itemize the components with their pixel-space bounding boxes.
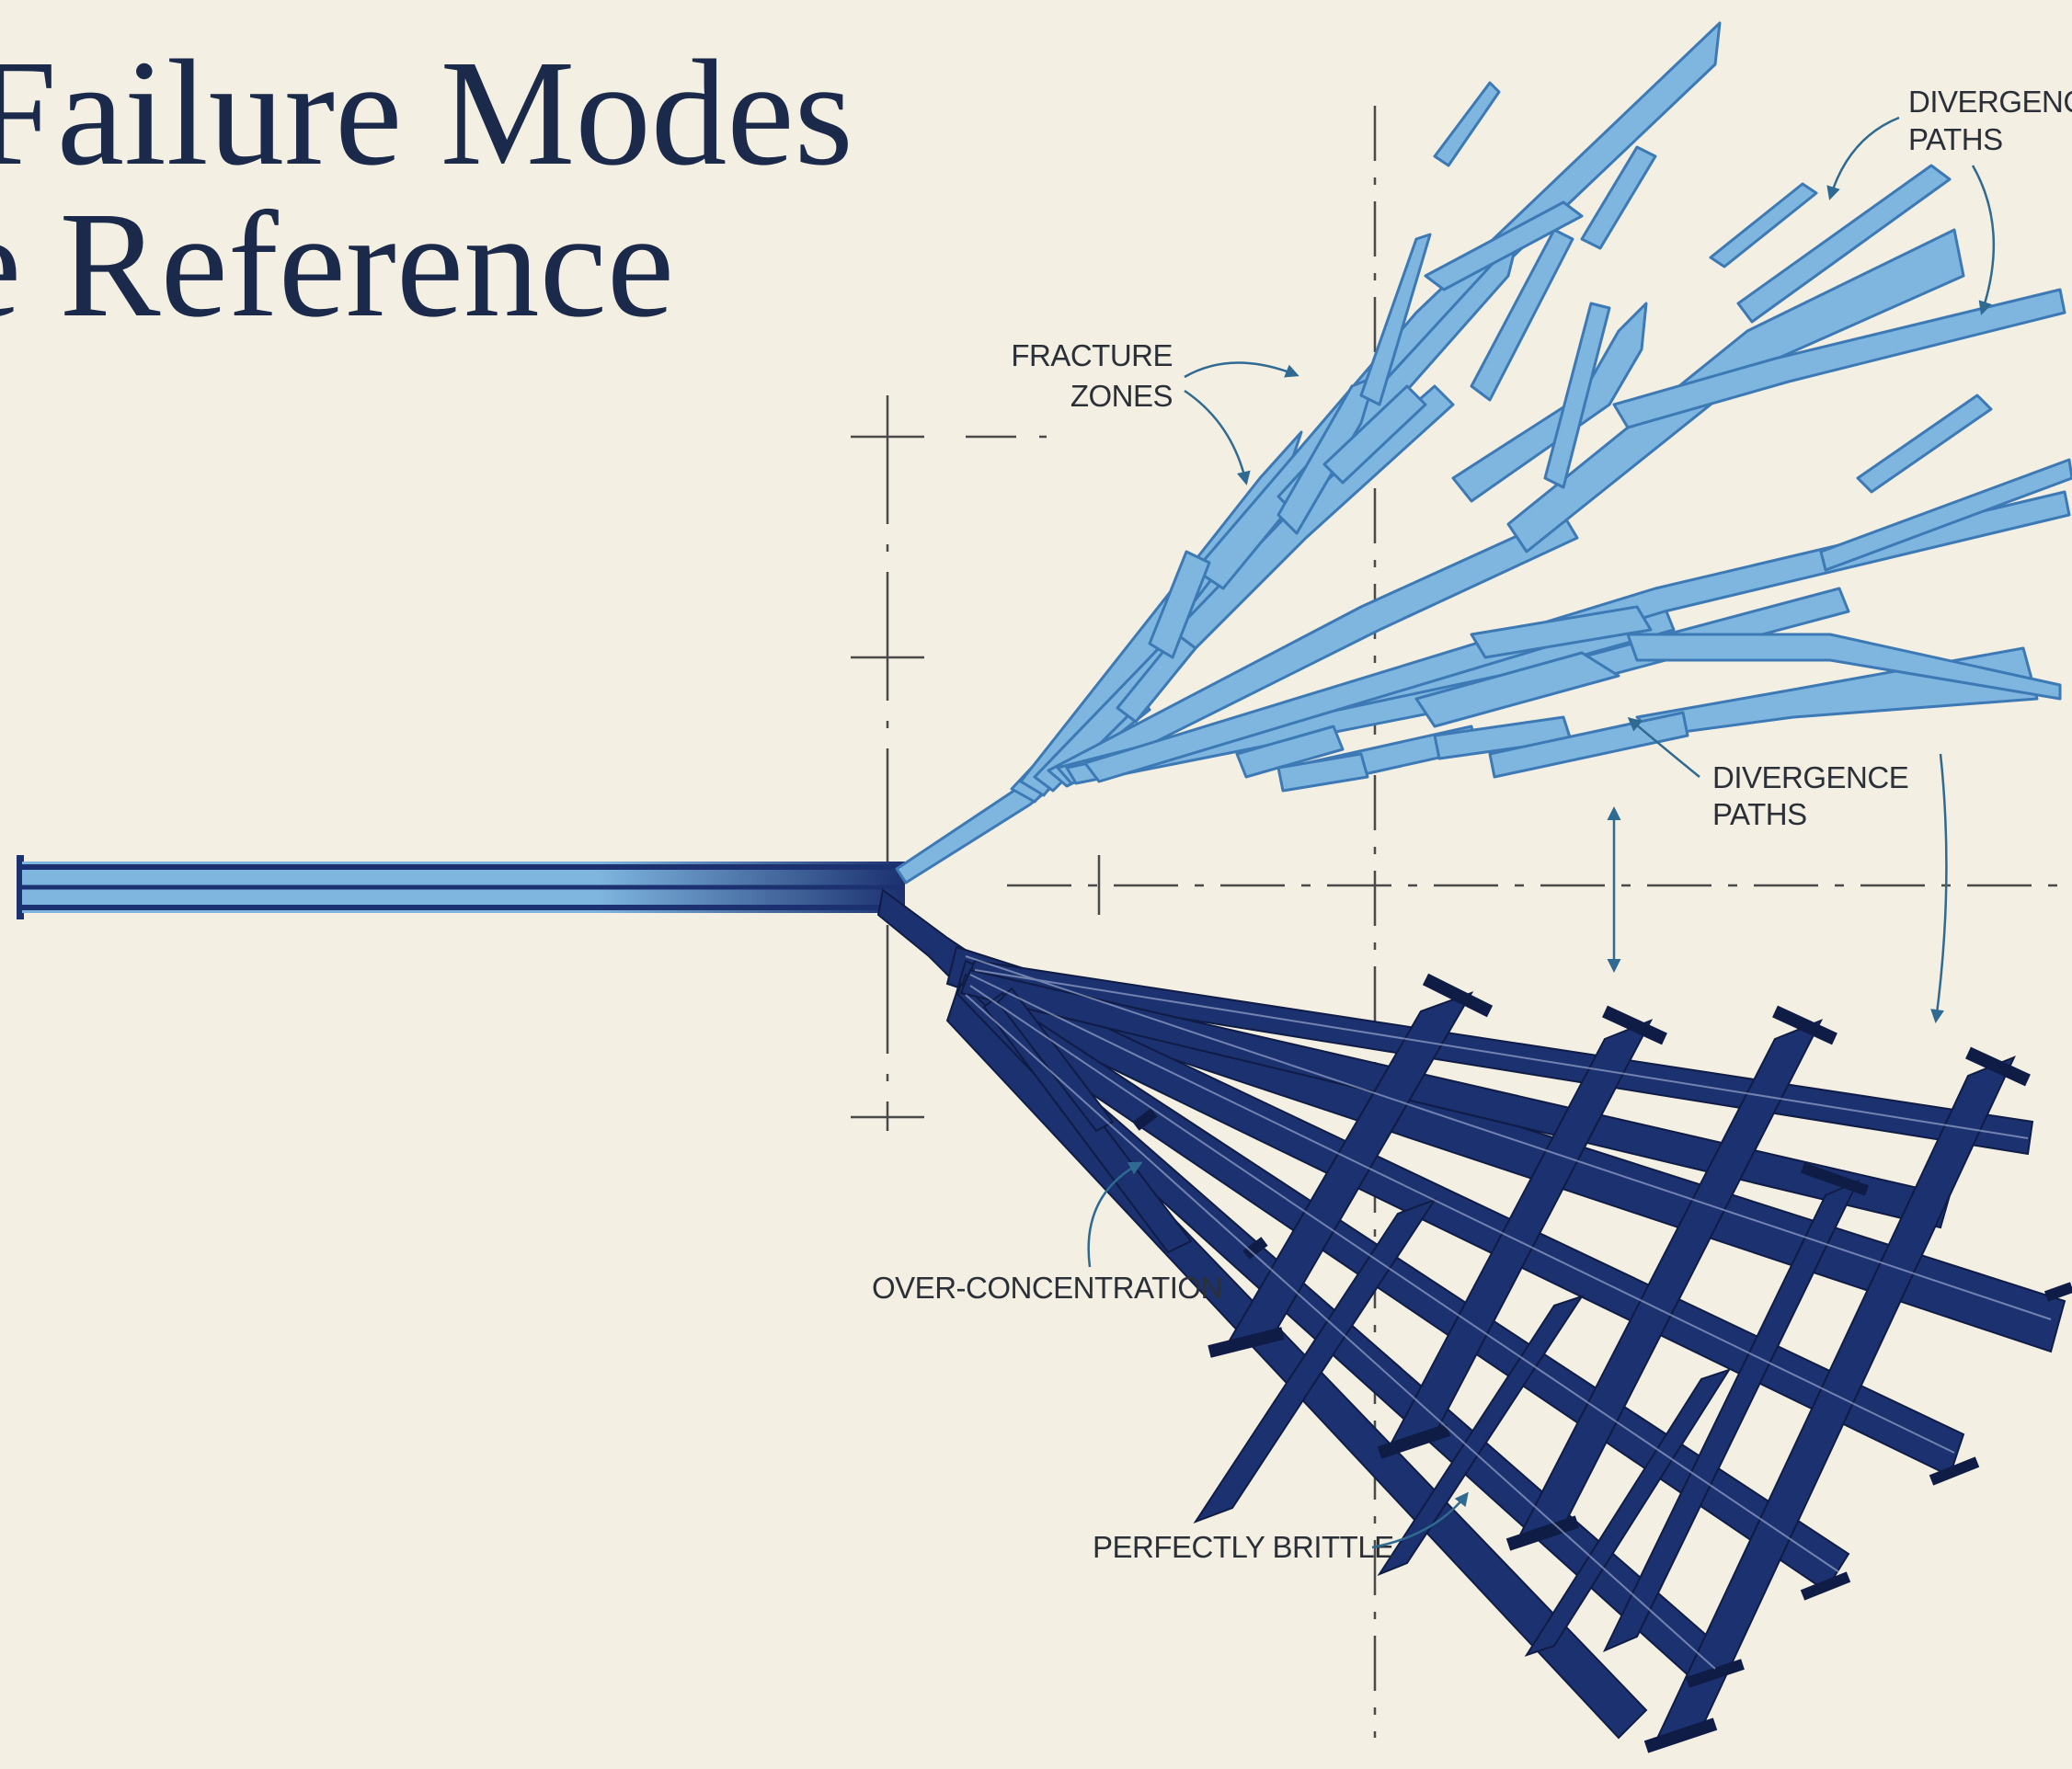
annotation-over-concentration: OVER-CONCENTRATION [872, 1161, 1222, 1305]
fracture-zones-arrow-down [1184, 389, 1251, 485]
divergence-top-label-line-2: PATHS [1908, 122, 2003, 156]
main-trunk [17, 855, 905, 919]
fracture-branch [895, 21, 2072, 884]
divergence-mid-arrow-down [1930, 753, 1948, 1023]
perfectly-brittle-arrow [1371, 1491, 1469, 1549]
fracture-zones-label-line-1: FRACTURE [1011, 338, 1173, 372]
divergence-mid-label-line-2: PATHS [1712, 797, 1807, 831]
perfectly-brittle-label: PERFECTLY BRITTLE [1093, 1530, 1394, 1564]
annotation-perfectly-brittle: PERFECTLY BRITTLE [1093, 1491, 1469, 1564]
divergence-top-arrow-left [1826, 116, 1900, 200]
brittle-branch-highlights [965, 955, 2052, 1670]
fracture-zones-label-line-2: ZONES [1070, 379, 1173, 413]
divergence-top-label-line-1: DIVERGENCE [1908, 85, 2072, 119]
divergence-top-arrow-down [1971, 165, 1996, 315]
annotation-divergence-mid: DIVERGENCE PATHS [1607, 717, 1948, 1023]
over-concentration-label: OVER-CONCENTRATION [872, 1271, 1222, 1305]
annotation-fracture-zones: FRACTURE ZONES [1011, 338, 1299, 485]
page-title-line-1: Failure Modes [0, 29, 853, 197]
fracture-zones-arrow-right [1184, 361, 1299, 379]
page-title-line-2: e Reference [0, 180, 675, 348]
brittle-branch [876, 888, 2072, 1753]
over-concentration-arrow [1087, 1161, 1143, 1268]
annotation-divergence-top: DIVERGENCE PATHS [1826, 85, 2072, 315]
divergence-mid-label-line-1: DIVERGENCE [1712, 760, 1908, 794]
divergence-mid-arrow-upleft [1627, 717, 1700, 778]
